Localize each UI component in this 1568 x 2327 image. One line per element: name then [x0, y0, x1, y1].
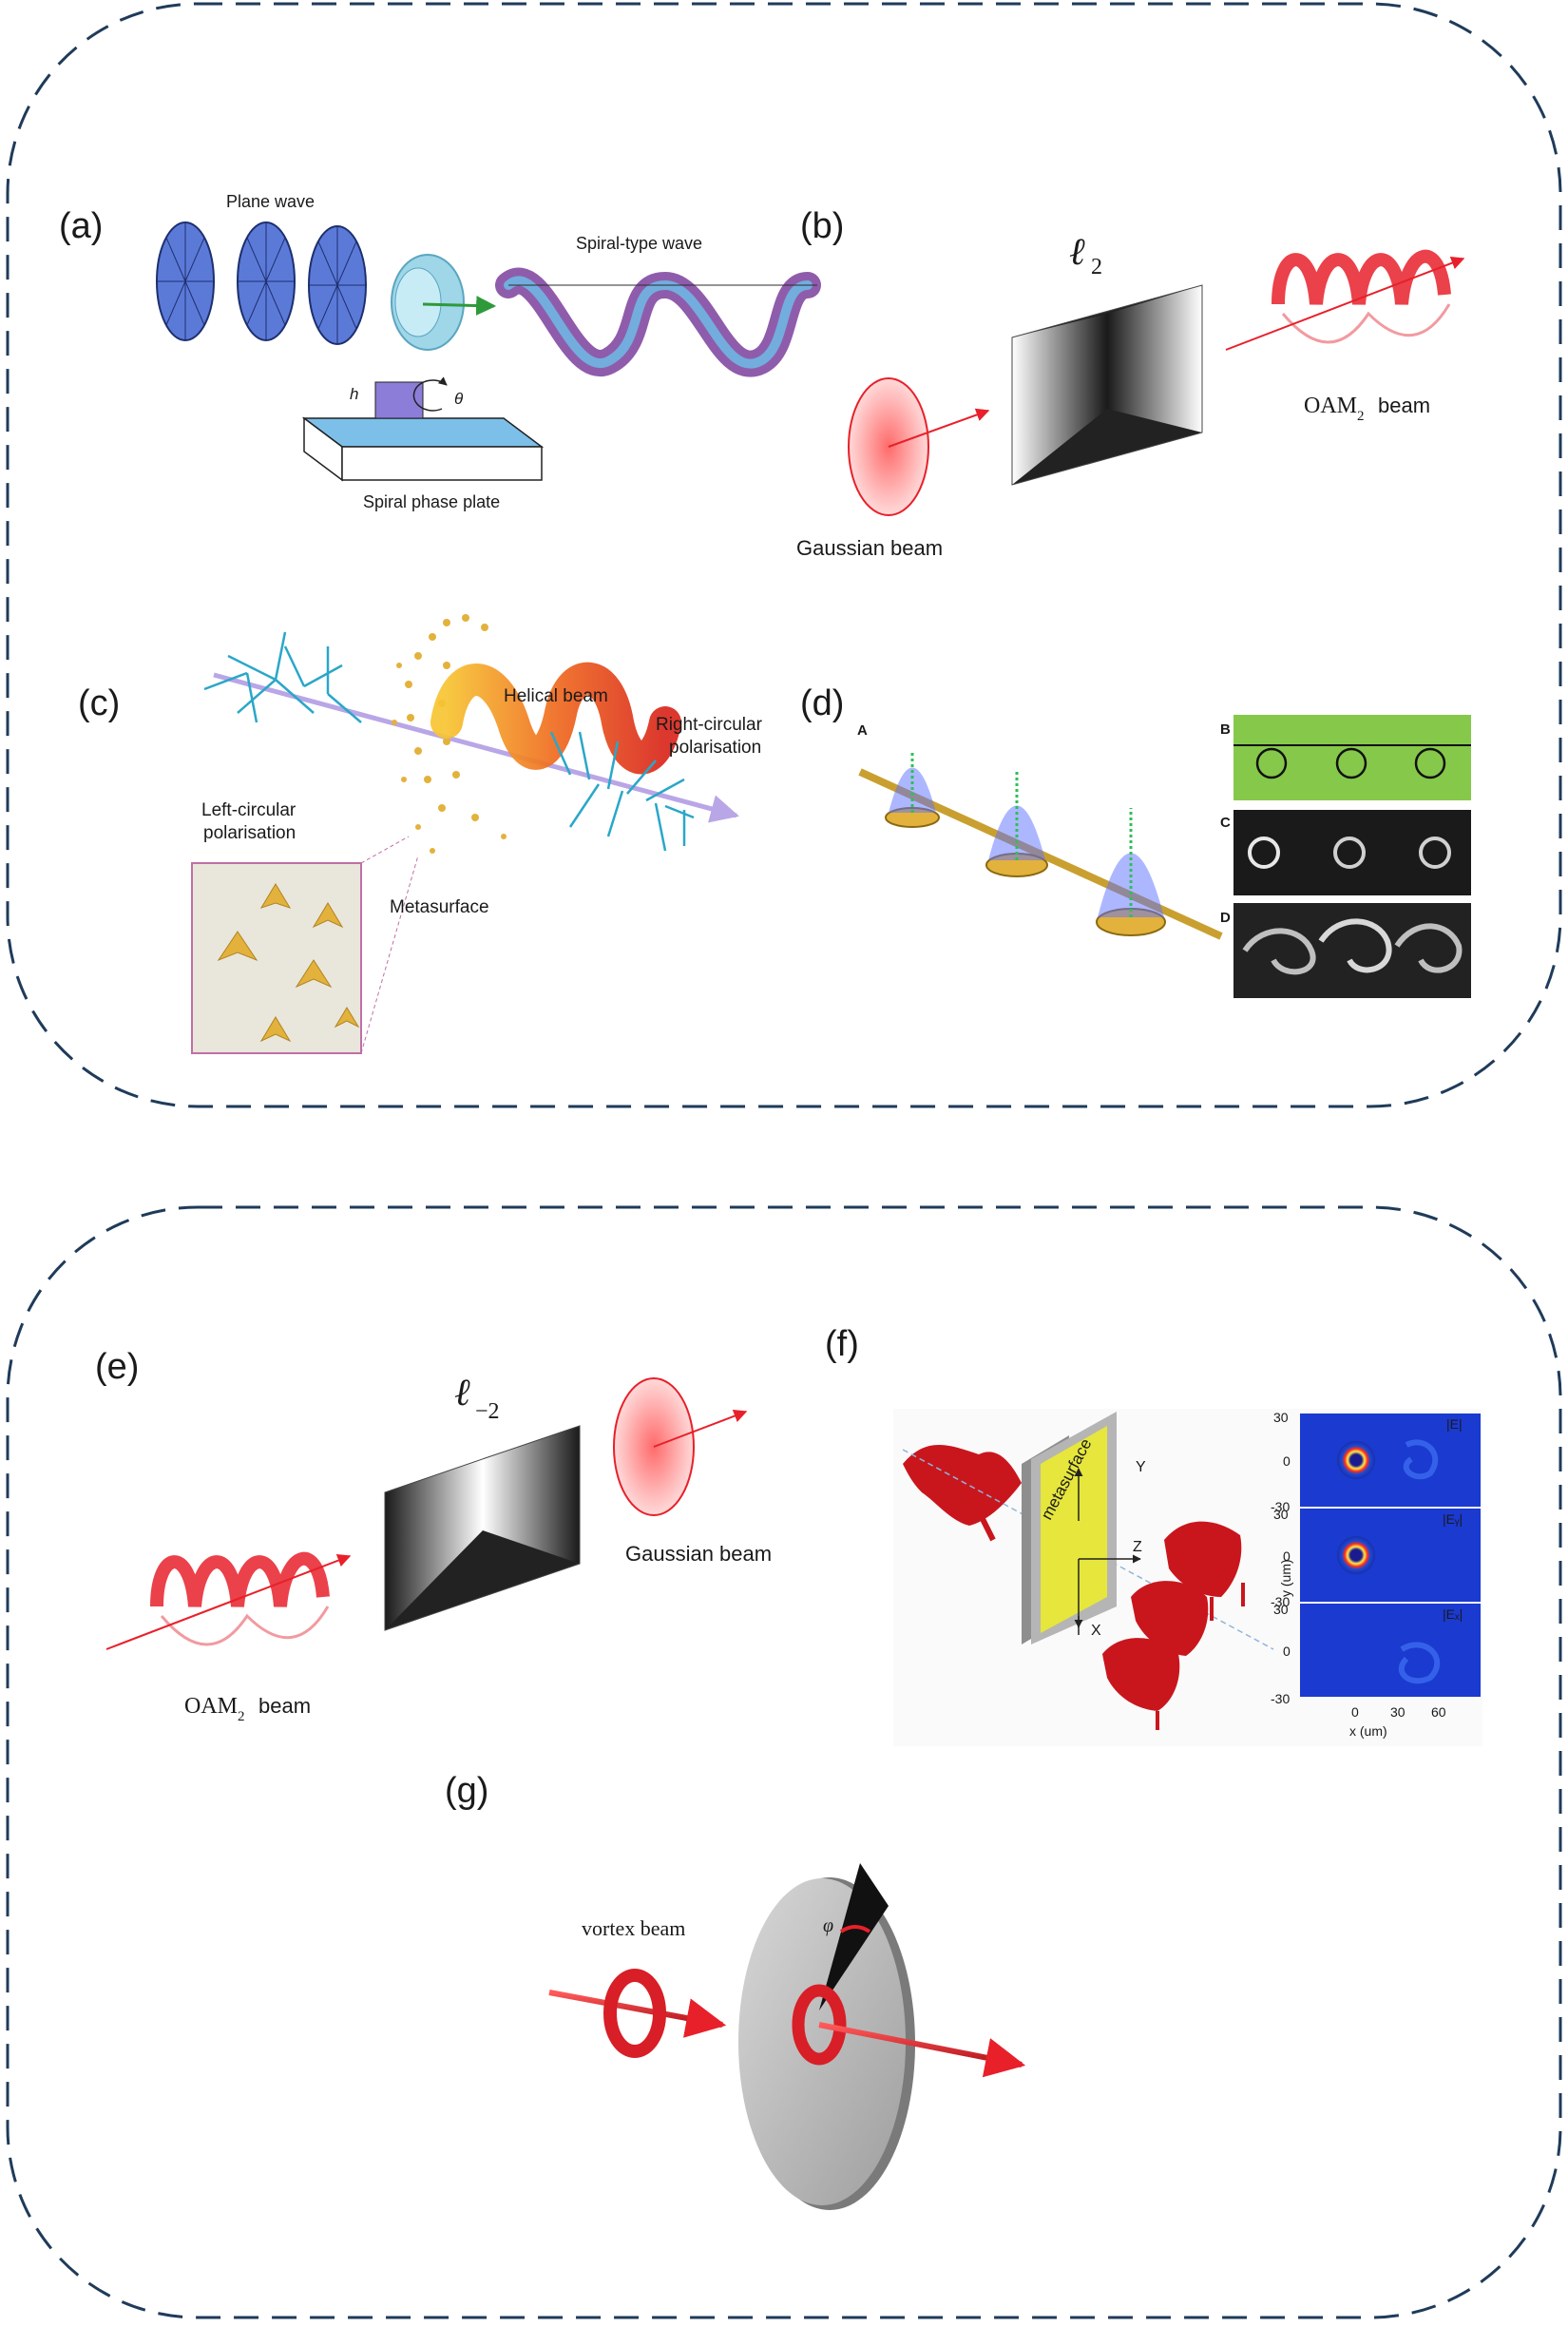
f-y-tick-bot-3: -30 [1271, 1691, 1290, 1706]
theta-symbol: θ [454, 390, 464, 408]
e-ell-subscript: −2 [475, 1399, 500, 1424]
panel-c: (c) Left-circular polarisation Helical b… [78, 614, 763, 1054]
plane-wave-label: Plane wave [226, 192, 315, 211]
f-x-tick-30: 30 [1390, 1704, 1405, 1720]
panel-d-label: (d) [800, 683, 844, 723]
f-y-axis-label: y (um) [1278, 1559, 1293, 1597]
panel-f: (f) metasurface Y Z X [825, 1324, 1482, 1746]
f-axis-x: X [1091, 1623, 1101, 1639]
b-gaussian-beam [848, 377, 990, 516]
c-metasurface-inset [191, 836, 419, 1054]
c-right-label-2: polarisation [669, 738, 761, 758]
spiral-plate-icon [391, 254, 497, 351]
panel-c-label: (c) [78, 683, 120, 723]
f-field-ex: |Eₓ| [1443, 1606, 1463, 1622]
f-x-ticks: 0 30 60 [1351, 1704, 1446, 1720]
b-oam-tail: beam [1378, 394, 1430, 417]
panel-e-label: (e) [95, 1347, 139, 1387]
g-vortex-ring [603, 1969, 666, 2058]
c-left-polarisation-arrows [203, 631, 362, 723]
f-x-tick-0: 0 [1351, 1704, 1359, 1720]
d-sub-label-b: B [1220, 721, 1231, 738]
f-y-tick-mid-3: 0 [1283, 1644, 1291, 1659]
d-ring-emitters [885, 751, 1166, 936]
d-inset-b: B [1220, 715, 1471, 800]
panel-a: (a) Plane wave Spiral-type wave [59, 192, 821, 511]
b-gaussian-label: Gaussian beam [796, 536, 943, 560]
spiral-phase-plate-label: Spiral phase plate [363, 492, 500, 511]
panel-g-label: (g) [445, 1771, 488, 1811]
e-gaussian-label: Gaussian beam [625, 1542, 772, 1566]
panel-d: (d) A B [800, 683, 1471, 998]
c-left-label-1: Left-circular [201, 800, 296, 820]
c-helical-label: Helical beam [504, 686, 608, 706]
spiral-phase-plate: h θ [301, 376, 545, 482]
f-field-maps: |E| |Eᵧ| |Eₓ| [1300, 1414, 1481, 1697]
c-right-label-1: Right-circular [656, 715, 763, 735]
f-x-axis-label: x (um) [1349, 1723, 1387, 1739]
g-phi-symbol: φ [823, 1915, 833, 1936]
b-phase-mask [1011, 284, 1203, 486]
e-oam-subscript: 2 [238, 1709, 245, 1724]
e-ell-symbol: ℓ [454, 1371, 470, 1414]
f-y-tick-top-3: 30 [1273, 1602, 1289, 1617]
b-oam-subscript: 2 [1357, 409, 1365, 424]
g-outgoing-rod [818, 2022, 1026, 2078]
h-symbol: h [350, 385, 358, 403]
b-oam-label: OAM [1304, 394, 1357, 418]
f-axis-y: Y [1136, 1459, 1146, 1475]
f-metasurface-plate: metasurface Y Z X [1022, 1412, 1146, 1644]
c-right-polarisation-arrows [549, 731, 695, 852]
f-field-ey: |Eᵧ| [1443, 1511, 1463, 1527]
g-incoming-rod [548, 1990, 727, 2038]
panel-b: (b) ℓ 2 Gaussian beam OAM 2 beam [796, 206, 1465, 560]
c-metasurface-label: Metasurface [390, 897, 489, 917]
e-oam-beam [105, 1551, 352, 1650]
plane-wave-discs [156, 221, 367, 345]
f-axis-z: Z [1133, 1539, 1142, 1555]
f-outgoing-beams [1102, 1521, 1245, 1730]
panel-e: (e) ℓ −2 Gaussian beam OAM 2 beam [95, 1347, 772, 1724]
g-vortex-label: vortex beam [582, 1916, 685, 1940]
e-gaussian-beam [613, 1377, 748, 1516]
panel-g: (g) vortex beam φ [445, 1771, 1026, 2210]
panel-b-label: (b) [800, 206, 844, 246]
bottom-dashed-frame [6, 1205, 1562, 2319]
d-sub-label-c: C [1220, 815, 1231, 831]
d-inset-d: D [1220, 903, 1471, 998]
f-y-tick-top-2: 30 [1273, 1507, 1289, 1522]
e-phase-mask [384, 1425, 581, 1631]
c-helical-beam [430, 662, 681, 775]
d-sub-label-d: D [1220, 910, 1231, 926]
f-y-tick-mid-1: 0 [1283, 1453, 1291, 1469]
spiral-wave-label: Spiral-type wave [576, 234, 702, 253]
f-y-tick-bot-2: -30 [1271, 1594, 1290, 1609]
f-y-ticks: 30 0 -30 30 0 -30 30 0 -30 [1271, 1410, 1291, 1706]
e-oam-tail: beam [258, 1694, 311, 1718]
b-ell-subscript: 2 [1091, 255, 1102, 279]
c-propagation-axis [213, 672, 739, 823]
g-spiral-disc: φ [738, 1863, 915, 2210]
b-oam-beam [1225, 249, 1465, 351]
d-inset-c: C [1220, 810, 1471, 895]
c-left-label-2: polarisation [203, 823, 296, 843]
panel-f-label: (f) [825, 1324, 859, 1364]
b-ell-symbol: ℓ [1069, 230, 1085, 273]
f-field-e: |E| [1446, 1416, 1463, 1432]
spiral-type-wave [495, 267, 821, 377]
f-y-tick-mid-2: 0 [1283, 1548, 1291, 1564]
d-sub-label-a: A [857, 722, 868, 739]
top-dashed-frame [6, 2, 1562, 1108]
panel-a-label: (a) [59, 206, 103, 246]
f-y-tick-bot-1: -30 [1271, 1499, 1290, 1514]
e-oam-label: OAM [184, 1694, 238, 1719]
f-x-tick-60: 60 [1431, 1704, 1446, 1720]
f-y-tick-top-1: 30 [1273, 1410, 1289, 1425]
